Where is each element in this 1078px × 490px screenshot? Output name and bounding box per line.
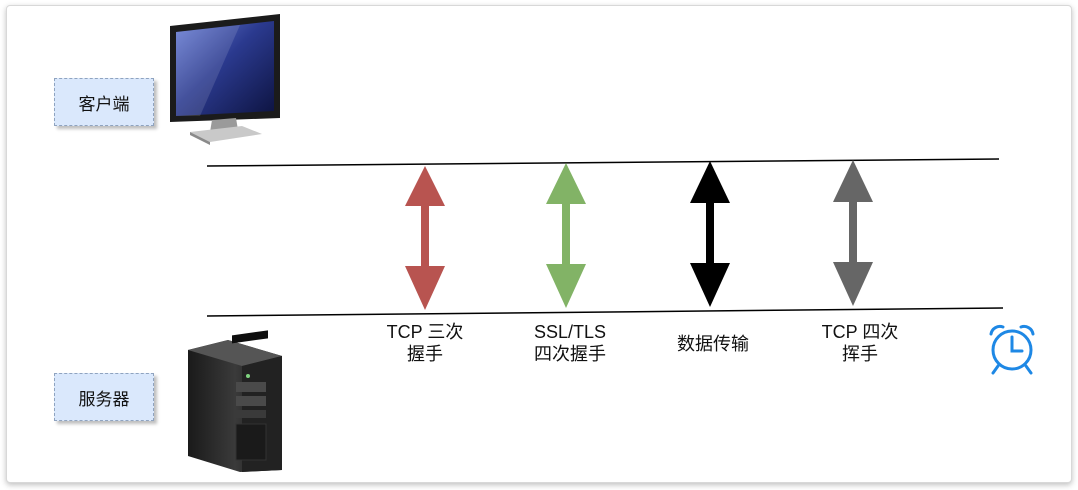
server-label-text: 服务器 (78, 389, 130, 409)
step-tls-handshake: SSL/TLS 四次握手 (500, 321, 640, 365)
step-label-line: 四次握手 (534, 344, 606, 364)
client-timeline (206, 158, 1000, 167)
step-label-line: 挥手 (842, 344, 878, 364)
client-label: 客户端 (54, 78, 154, 126)
step-data-transfer: 数据传输 (643, 333, 783, 355)
server-label: 服务器 (54, 373, 154, 421)
step-label-line: TCP 四次 (821, 322, 899, 342)
server-timeline (206, 307, 1004, 317)
data-transfer-arrow (690, 161, 730, 307)
client-label-text: 客户端 (78, 94, 130, 114)
monitor-icon (170, 14, 280, 145)
tcp-teardown-arrow (833, 160, 873, 306)
step-tcp-teardown: TCP 四次 挥手 (790, 321, 930, 365)
tls-handshake-arrow (546, 163, 586, 308)
step-tcp-handshake: TCP 三次 握手 (355, 321, 495, 365)
step-label-line: 数据传输 (677, 334, 749, 354)
step-label-line: 握手 (407, 344, 443, 364)
alarm-clock-icon (989, 324, 1035, 375)
step-label-line: SSL/TLS (533, 322, 607, 342)
tcp-handshake-arrow (405, 166, 445, 310)
server-tower-icon (188, 330, 282, 472)
step-label-line: TCP 三次 (386, 322, 464, 342)
